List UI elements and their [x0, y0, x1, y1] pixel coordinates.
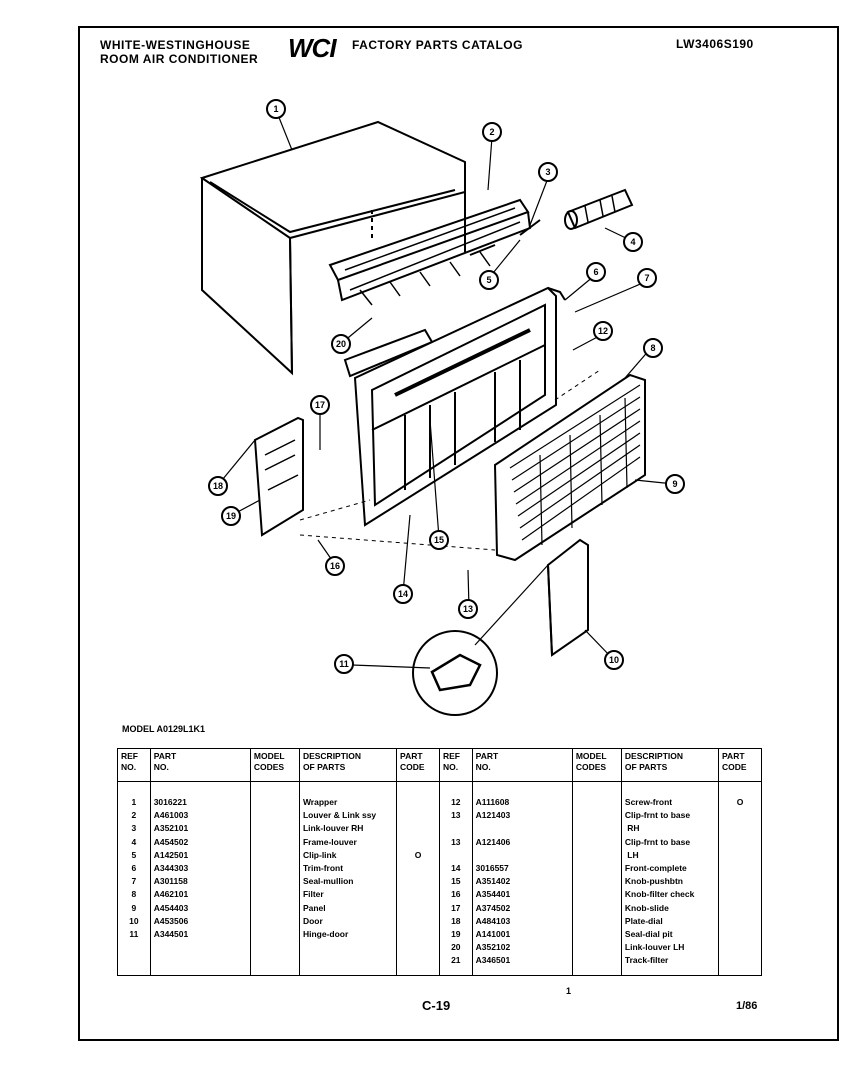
callout-10: 10 [604, 650, 624, 670]
svg-text:14: 14 [398, 589, 408, 599]
svg-text:4: 4 [630, 237, 635, 247]
knob-cylinder-drawing [564, 188, 634, 230]
left-code-column: O [396, 781, 440, 976]
svg-text:2: 2 [489, 127, 494, 137]
svg-text:18: 18 [213, 481, 223, 491]
header-description: DESCRIPTION OF PARTS [298, 748, 398, 782]
catalog-date: 1/86 [736, 1000, 758, 1012]
right-part-column: A111608 A121403 A121406 3016557 A351402 … [471, 781, 573, 976]
table-body-row: 1 2 3 4 5 6 7 8 9 10 11 3016221 A461003 … [117, 781, 762, 976]
brand-line-1: WHITE-WESTINGHOUSE [100, 38, 251, 52]
left-model-column [249, 781, 300, 976]
header-part-no-2: PART NO. [471, 748, 573, 782]
svg-text:11: 11 [339, 659, 349, 669]
svg-text:5: 5 [486, 275, 491, 285]
svg-text:8: 8 [650, 343, 655, 353]
callouts: 1 2 3 4 5 6 7 12 8 9 20 17 18 19 16 15 1… [208, 99, 685, 674]
document-id: LW3406S190 [676, 37, 754, 51]
header-part-code-2: PART CODE [718, 748, 762, 782]
right-desc-column: Screw-front Clip-frnt to base RH Clip-fr… [620, 781, 720, 976]
svg-text:9: 9 [672, 479, 677, 489]
header-ref-no-2: REF NO. [438, 748, 473, 782]
callout-19: 19 [221, 506, 241, 526]
callout-20: 20 [331, 334, 351, 354]
callout-1: 1 [266, 99, 286, 119]
callout-5: 5 [479, 270, 499, 290]
callout-3: 3 [538, 162, 558, 182]
page-frame [78, 26, 839, 1041]
header-part-no: PART NO. [149, 748, 251, 782]
catalog-title: FACTORY PARTS CATALOG [352, 38, 523, 52]
page-number: C-19 [422, 998, 451, 1013]
svg-text:19: 19 [226, 511, 236, 521]
callout-4: 4 [623, 232, 643, 252]
header-model-codes-2: MODEL CODES [571, 748, 622, 782]
svg-text:17: 17 [315, 400, 325, 410]
right-code-column: O [718, 781, 762, 976]
svg-text:16: 16 [330, 561, 340, 571]
table-header-row: REF NO. PART NO. MODEL CODES DESCRIPTION… [117, 748, 762, 782]
callout-15: 15 [429, 530, 449, 550]
svg-text:20: 20 [336, 339, 346, 349]
svg-text:13: 13 [463, 604, 473, 614]
left-ref-column: 1 2 3 4 5 6 7 8 9 10 11 [117, 781, 151, 976]
right-model-column [571, 781, 622, 976]
callout-6: 6 [586, 262, 606, 282]
callout-14: 14 [393, 584, 413, 604]
callout-17: 17 [310, 395, 330, 415]
header-model-codes: MODEL CODES [249, 748, 300, 782]
left-part-column: 3016221 A461003 A352101 A454502 A142501 … [149, 781, 251, 976]
model-label: MODEL A0129L1K1 [122, 724, 206, 734]
callout-13: 13 [458, 599, 478, 619]
svg-text:12: 12 [598, 326, 608, 336]
header-description-2: DESCRIPTION OF PARTS [620, 748, 720, 782]
footer-mark: 1 [566, 986, 572, 996]
header-ref-no: REF NO. [117, 748, 151, 782]
callout-7: 7 [637, 268, 657, 288]
callout-18: 18 [208, 476, 228, 496]
louver-assembly-drawing [328, 198, 532, 306]
svg-text:7: 7 [644, 273, 649, 283]
header-part-code: PART CODE [396, 748, 440, 782]
callout-11: 11 [334, 654, 354, 674]
wrapper-drawing [199, 120, 466, 376]
callout-2: 2 [482, 122, 502, 142]
parts-table: REF NO. PART NO. MODEL CODES DESCRIPTION… [117, 748, 762, 976]
svg-text:15: 15 [434, 535, 444, 545]
panel-drawing [493, 373, 646, 562]
callout-12: 12 [593, 321, 613, 341]
svg-text:3: 3 [545, 167, 550, 177]
callout-16: 16 [325, 556, 345, 576]
left-desc-column: Wrapper Louver & Link ssy Link-louver RH… [298, 781, 398, 976]
front-frame-drawing [353, 286, 566, 527]
wci-logo: WCI [288, 33, 337, 63]
control-panel-drawing [253, 416, 304, 537]
svg-text:10: 10 [609, 655, 619, 665]
svg-text:6: 6 [593, 267, 598, 277]
exploded-parts-diagram: 1 2 3 4 5 6 7 12 8 9 20 17 18 19 16 15 1… [199, 99, 685, 716]
callout-9: 9 [665, 474, 685, 494]
svg-text:1: 1 [273, 104, 278, 114]
callout-8: 8 [643, 338, 663, 358]
brand-line-2: ROOM AIR CONDITIONER [100, 52, 259, 66]
right-ref-column: 12 13 13 14 15 16 17 18 19 20 21 [438, 781, 473, 976]
door-drawing [546, 538, 589, 657]
